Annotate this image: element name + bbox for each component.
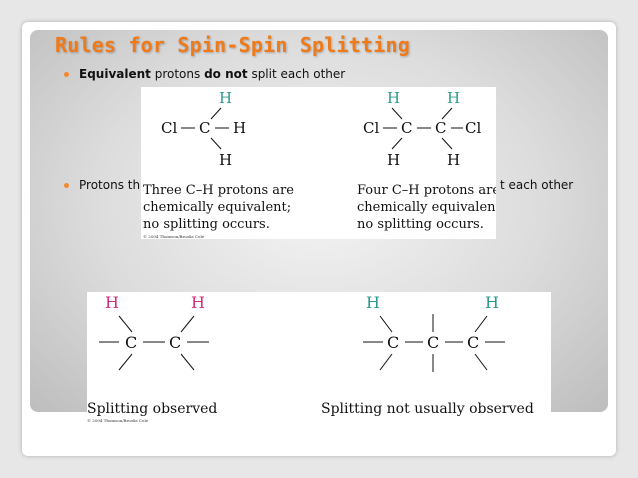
bullet-protons-partial: Protons th: [64, 178, 141, 192]
atom-c: C: [199, 119, 210, 137]
atom-cl-left: Cl: [363, 119, 379, 137]
bullet-equivalent-protons: Equivalent protons do not split each oth…: [64, 67, 346, 81]
bullet-text-split: split each other: [247, 67, 346, 81]
copyright-bottom: © 2004 Thomson/Brooks Cole: [87, 418, 149, 423]
bullet-text-start: Protons th: [79, 178, 141, 192]
bond-line: [391, 137, 403, 150]
bond-line: [118, 353, 133, 371]
bond-line: [379, 315, 393, 333]
atom-h-left: H: [105, 293, 119, 312]
atom-h-right: H: [233, 119, 246, 137]
structure-vicinal-protons: H H C C Splitting observed © 2004 Thomso…: [87, 293, 217, 423]
bond-line: [210, 137, 222, 150]
atom-h-left-2: H: [366, 293, 380, 312]
atom-h-bottom-1: H: [387, 151, 400, 169]
molecule-chloromethane: H Cl C H H Three C–H protons are chemica…: [143, 89, 294, 239]
caption-right-line-1: Four C–H protons are: [357, 183, 496, 198]
figure-equivalent-protons: H Cl C H H Three C–H protons are chemica…: [141, 87, 505, 239]
atom-c-1: C: [401, 119, 412, 137]
caption-splitting-observed: Splitting observed: [87, 401, 217, 417]
structure-distant-protons: H H C C C Splitting not usually observed: [321, 293, 534, 417]
bond-line: [180, 353, 195, 371]
caption-left-line-2: chemically equivalent;: [143, 200, 291, 215]
atom-cl-right: Cl: [465, 119, 481, 137]
figure-splitting-comparison: H H C C Splitting observed © 2004 Thomso…: [87, 292, 551, 424]
caption-left-line-3: no splitting occurs.: [143, 217, 270, 232]
bullet-strong-equivalent: Equivalent: [79, 67, 151, 81]
bond-line: [391, 107, 403, 120]
bullet-dot-icon: [64, 183, 69, 188]
caption-right-line-2: chemically equivalent;: [357, 200, 496, 215]
atom-h-top-2: H: [447, 89, 460, 107]
caption-right-line-3: no splitting occurs.: [357, 217, 484, 232]
bond-line: [379, 353, 393, 371]
bullet-text-protons: protons: [150, 67, 205, 81]
caption-left-line-1: Three C–H protons are: [143, 183, 294, 198]
bond-line: [474, 353, 488, 371]
atom-c-1: C: [125, 333, 137, 352]
bond-line: [118, 315, 133, 333]
atom-c-2: C: [169, 333, 181, 352]
atom-c-a: C: [387, 333, 399, 352]
molecule-dichloroethane: H H Cl C C Cl H H Four C–H protons are c…: [357, 89, 505, 232]
bond-line: [441, 107, 453, 120]
atom-c-2: C: [435, 119, 446, 137]
bullet-strong-do-not: do not: [204, 67, 248, 81]
atom-h-bottom-2: H: [447, 151, 460, 169]
atom-h-right-2: H: [485, 293, 499, 312]
atom-h-top-1: H: [387, 89, 400, 107]
bond-line: [441, 137, 453, 150]
bond-line: [474, 315, 488, 333]
atom-c-c: C: [467, 333, 479, 352]
copyright-top: © 2004 Thomson/Brooks Cole: [143, 234, 205, 239]
bullet-text-end: t each other: [500, 178, 574, 192]
atom-h-right: H: [191, 293, 205, 312]
slide-title: Rules for Spin-Spin Splitting: [55, 33, 410, 57]
atom-h-bottom: H: [219, 151, 232, 169]
caption-splitting-not-observed: Splitting not usually observed: [321, 401, 534, 417]
atom-cl: Cl: [161, 119, 177, 137]
bullet-dot-icon: [64, 72, 69, 77]
bond-line: [180, 315, 195, 333]
atom-c-b: C: [427, 333, 439, 352]
atom-h-top: H: [219, 89, 232, 107]
bond-line: [210, 107, 222, 120]
